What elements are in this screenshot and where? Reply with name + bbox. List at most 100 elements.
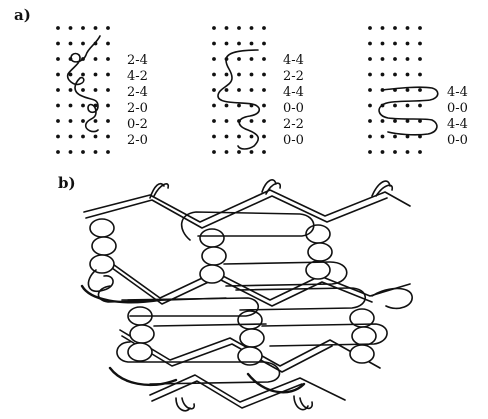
grid-dot bbox=[237, 88, 241, 92]
grid-dot bbox=[249, 26, 254, 30]
pillar-stitch-column-1 bbox=[87, 218, 117, 293]
grid-dot bbox=[262, 103, 266, 108]
yarn-tail-top-left bbox=[149, 182, 170, 199]
grid-dot bbox=[212, 57, 216, 61]
grid-dot bbox=[212, 103, 216, 108]
notation-1-3: 2-4 bbox=[127, 85, 148, 100]
grid-dot bbox=[81, 119, 85, 123]
grid-dot bbox=[212, 41, 216, 46]
grid-dot bbox=[81, 88, 85, 92]
pillar-stitch-column-4 bbox=[127, 306, 155, 362]
notation-1-4: 2-0 bbox=[127, 101, 148, 116]
grid-dot bbox=[68, 72, 73, 77]
grid-dot bbox=[405, 41, 410, 46]
notation-3-1: 4-4 bbox=[447, 85, 468, 100]
grid-dot bbox=[393, 119, 397, 123]
inlay-loop-lower bbox=[116, 323, 388, 385]
panel-a-label: a) bbox=[14, 6, 31, 24]
grid-dot bbox=[106, 26, 110, 30]
grid-dot bbox=[224, 103, 229, 108]
pillar-stitch-column-6 bbox=[349, 308, 377, 364]
grid-dot bbox=[81, 150, 85, 154]
grid-dot bbox=[368, 150, 372, 154]
yarn-tail-bottom-right bbox=[293, 395, 313, 411]
grid-dot bbox=[106, 41, 110, 46]
grid-dot bbox=[393, 150, 397, 154]
notation-3-4: 0-0 bbox=[447, 133, 468, 148]
grid-dot bbox=[249, 41, 254, 46]
grid-dot bbox=[393, 41, 397, 46]
grid-dot bbox=[405, 103, 410, 108]
grid-dot bbox=[262, 26, 266, 30]
zigzag-yarn-middle bbox=[109, 261, 411, 307]
grid-dot bbox=[81, 26, 85, 30]
grid-dot bbox=[262, 41, 266, 46]
grid-dot bbox=[368, 119, 372, 123]
grid-dot bbox=[249, 88, 254, 92]
grid-dot bbox=[212, 88, 216, 92]
grid-dot bbox=[106, 88, 110, 92]
grid-dot bbox=[224, 134, 229, 139]
notation-2-6: 0-0 bbox=[283, 133, 304, 148]
point-grid-1 bbox=[56, 26, 110, 154]
grid-dot bbox=[380, 57, 385, 61]
grid-dot bbox=[405, 150, 410, 154]
point-grid-3 bbox=[368, 26, 422, 154]
lapping-diagram-2: 4-4 2-2 4-4 0-0 2-2 0-0 bbox=[212, 26, 304, 154]
grid-dot bbox=[106, 134, 110, 139]
zigzag-yarn-bottom bbox=[149, 374, 346, 409]
notation-2-1: 4-4 bbox=[283, 53, 304, 68]
grid-dot bbox=[81, 72, 85, 77]
grid-dot bbox=[106, 57, 110, 61]
grid-dot bbox=[380, 134, 385, 139]
grid-dot bbox=[262, 150, 266, 154]
grid-dot bbox=[405, 72, 410, 77]
grid-dot bbox=[56, 119, 60, 123]
grid-dot bbox=[212, 134, 216, 139]
yarn-loop-right bbox=[371, 287, 413, 310]
grid-dot bbox=[56, 26, 60, 30]
grid-dot bbox=[380, 150, 385, 154]
grid-dot bbox=[106, 72, 110, 77]
inlay-loop-middle-left bbox=[97, 285, 260, 317]
grid-dot bbox=[56, 134, 60, 139]
notation-1-5: 0-2 bbox=[127, 117, 148, 132]
yarn-tail-top-right bbox=[371, 180, 394, 197]
notation-3-3: 4-4 bbox=[447, 117, 468, 132]
grid-dot bbox=[405, 134, 410, 139]
grid-dot bbox=[106, 119, 110, 123]
grid-dot bbox=[405, 57, 410, 61]
grid-dot bbox=[393, 26, 397, 30]
notation-2-5: 2-2 bbox=[283, 117, 304, 132]
fabric-structure-illustration bbox=[80, 179, 413, 412]
grid-dot bbox=[393, 72, 397, 77]
grid-dot bbox=[237, 134, 241, 139]
grid-dot bbox=[418, 41, 422, 46]
notation-1-2: 4-2 bbox=[127, 69, 148, 84]
grid-dot bbox=[68, 88, 73, 92]
yarn-path-3 bbox=[378, 86, 439, 136]
grid-dot bbox=[380, 26, 385, 30]
grid-dot bbox=[418, 103, 422, 108]
grid-dot bbox=[56, 88, 60, 92]
grid-dot bbox=[249, 72, 254, 77]
notation-2-2: 2-2 bbox=[283, 69, 304, 84]
dark-yarn-curve-lower-left bbox=[108, 366, 178, 387]
yarn-path-2 bbox=[217, 49, 261, 150]
inlay-loop-middle-right bbox=[235, 287, 367, 311]
grid-dot bbox=[81, 134, 85, 139]
grid-dot bbox=[418, 150, 422, 154]
grid-dot bbox=[93, 88, 98, 92]
pillar-stitch-column-2 bbox=[199, 228, 227, 284]
grid-dot bbox=[68, 103, 73, 108]
grid-dot bbox=[212, 150, 216, 154]
notation-1-6: 2-0 bbox=[127, 133, 148, 148]
grid-dot bbox=[393, 103, 397, 108]
grid-dot bbox=[224, 72, 229, 77]
yarn-tail-bottom-left bbox=[175, 397, 195, 412]
grid-dot bbox=[212, 72, 216, 77]
grid-dot bbox=[418, 119, 422, 123]
grid-dot bbox=[249, 150, 254, 154]
grid-dot bbox=[81, 103, 85, 108]
